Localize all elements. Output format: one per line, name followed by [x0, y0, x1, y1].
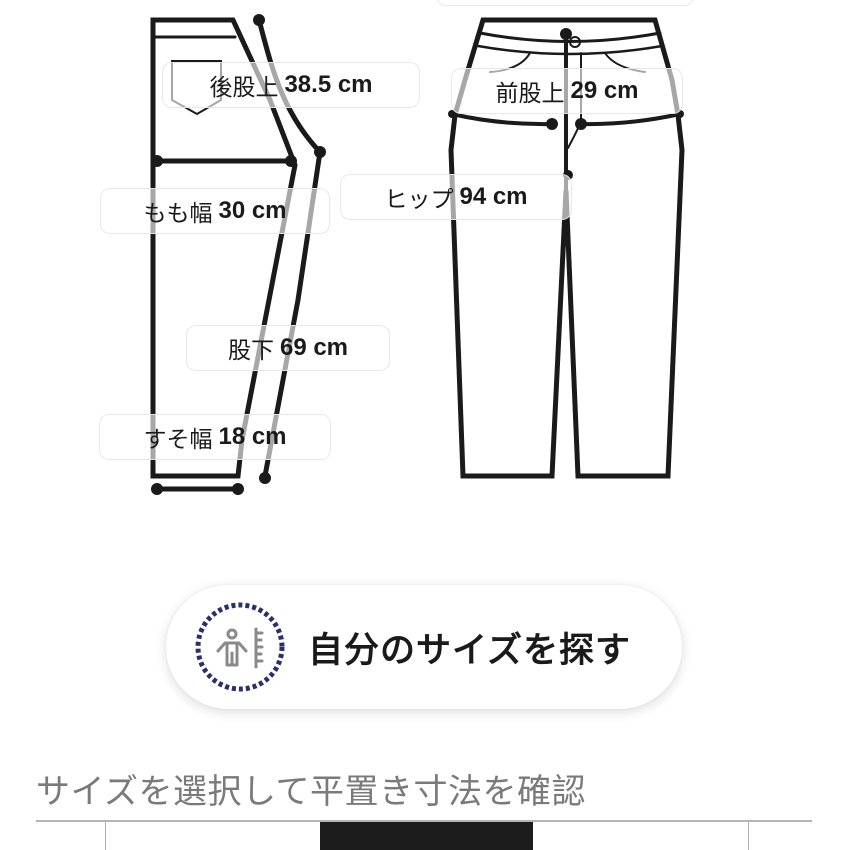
hip-label: ヒップ 94 cm [340, 174, 572, 220]
body-measure-icon [195, 602, 285, 692]
find-my-size-label: 自分のサイズを探す [308, 630, 631, 671]
hem-width-value: 18 cm [218, 423, 287, 450]
inseam-name: 股下 [227, 338, 274, 364]
inseam-value: 69 cm [279, 334, 349, 361]
size-option-selected[interactable] [320, 822, 533, 850]
thigh-width-name: もも幅 [143, 201, 213, 227]
hem-width-label: すそ幅 18 cm [99, 414, 331, 460]
back-rise-value: 38.5 cm [284, 71, 373, 98]
hem-width-name: すそ幅 [143, 427, 213, 453]
size-option-2[interactable] [105, 822, 320, 850]
top-cut-label [436, 0, 694, 6]
front-rise-value: 29 cm [570, 77, 639, 104]
hip-value: 94 cm [459, 183, 528, 210]
back-rise-label: 後股上 38.5 cm [162, 62, 420, 108]
find-my-size-button[interactable]: 自分のサイズを探す [166, 585, 682, 709]
thigh-width-label: もも幅 30 cm [100, 188, 330, 234]
size-option-4[interactable] [533, 822, 748, 850]
inseam-label: 股下 69 cm [186, 325, 390, 371]
front-rise-label: 前股上 29 cm [451, 68, 683, 114]
front-rise-name: 前股上 [495, 81, 565, 107]
back-rise-name: 後股上 [209, 75, 279, 101]
size-section-heading: サイズを選択して平置き寸法を確認 [36, 772, 586, 812]
size-option-1[interactable] [36, 822, 105, 850]
thigh-width-value: 30 cm [218, 197, 287, 224]
measurement-diagram: 後股上 38.5 cm 前股上 29 cm ヒップ 94 cm もも幅 30 c… [99, 0, 694, 495]
size-selector-row [36, 820, 812, 850]
size-option-5[interactable] [748, 822, 812, 850]
hip-name: ヒップ [384, 187, 454, 213]
